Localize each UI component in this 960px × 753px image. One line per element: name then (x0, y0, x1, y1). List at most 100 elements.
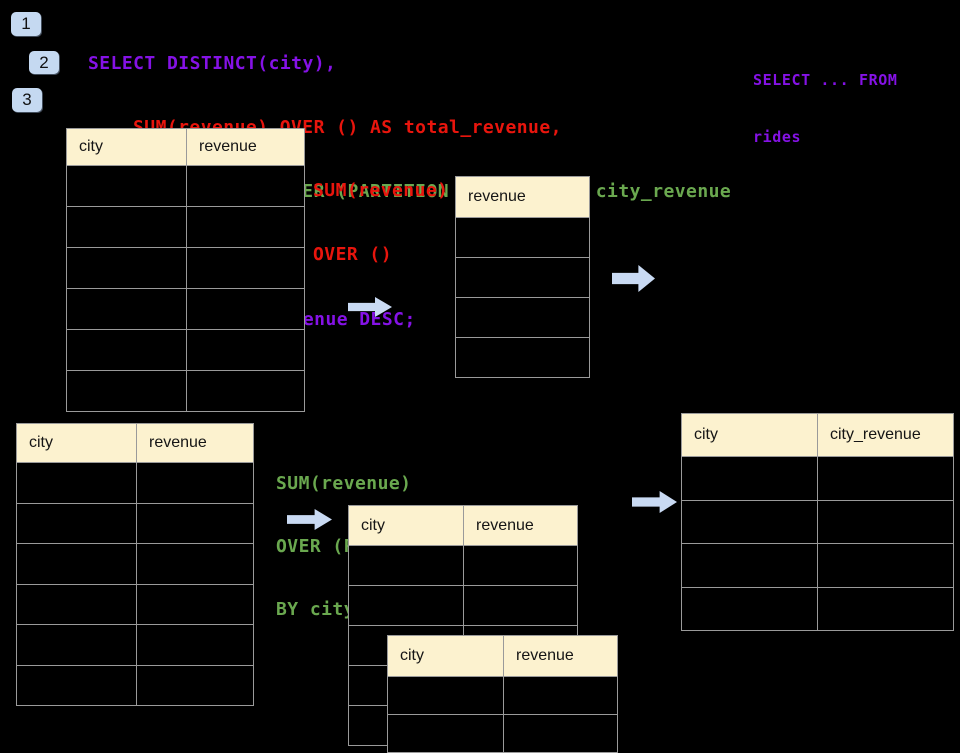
column-header-city: city (387, 635, 504, 677)
final-result-table: city city_revenue (681, 413, 954, 631)
table-cell-empty (66, 329, 187, 371)
side-sql-line-2: rides (753, 128, 802, 146)
table-row (681, 543, 954, 588)
table-cell-empty (16, 583, 137, 625)
column-header-city: city (16, 423, 137, 463)
table-row (16, 664, 254, 706)
partition-annotation-line-1: SUM(revenue) (276, 473, 412, 494)
table-cell-empty (186, 247, 305, 289)
table-row (66, 165, 305, 207)
table-cell-empty (186, 288, 305, 330)
table-row (455, 337, 590, 378)
table-cell-empty (136, 462, 254, 504)
table-header: city revenue (16, 423, 254, 463)
table-row (66, 329, 305, 371)
table-row (681, 499, 954, 544)
table-header: city revenue (348, 505, 578, 546)
side-sql-snippet: SELECT ... FROM rides (753, 34, 897, 166)
table-row (681, 456, 954, 501)
column-header-revenue: revenue (455, 176, 590, 218)
arrow-right-icon (632, 491, 677, 513)
table-cell-empty (681, 586, 818, 631)
table-cell-empty (136, 664, 254, 706)
table-cell-empty (463, 545, 578, 586)
table-row (455, 257, 590, 298)
table-row (348, 545, 578, 586)
source-table-top: city revenue (66, 128, 305, 412)
column-header-city-revenue: city_revenue (817, 413, 954, 457)
table-cell-empty (66, 288, 187, 330)
table-cell-empty (16, 664, 137, 706)
arrow-right-icon (348, 297, 392, 317)
table-cell-empty (348, 585, 464, 626)
table-cell-empty (16, 543, 137, 585)
column-header-revenue: revenue (186, 128, 305, 166)
table-header: city city_revenue (681, 413, 954, 457)
table-row (16, 624, 254, 666)
table-row (66, 247, 305, 289)
table-cell-empty (186, 329, 305, 371)
table-cell-empty (817, 499, 954, 544)
table-cell-empty (503, 714, 618, 753)
table-header: city revenue (66, 128, 305, 166)
side-sql-line-1: SELECT ... FROM (753, 71, 898, 89)
arrow-right-icon (612, 265, 655, 292)
table-cell-empty (817, 586, 954, 631)
partition-table-front: city revenue (387, 635, 618, 753)
sql-line-select: SELECT DISTINCT(city), (88, 53, 337, 74)
table-row (66, 206, 305, 248)
total-revenue-table: revenue (455, 176, 590, 378)
table-cell-empty (455, 217, 590, 258)
table-header: city revenue (387, 635, 618, 677)
table-header: revenue (455, 176, 590, 218)
table-cell-empty (387, 676, 504, 715)
column-header-city: city (348, 505, 464, 546)
table-row (387, 714, 618, 753)
column-header-revenue: revenue (136, 423, 254, 463)
step-badge-1: 1 (11, 12, 41, 36)
step-badge-2: 2 (29, 51, 59, 74)
table-cell-empty (681, 499, 818, 544)
total-annotation-line-1: SUM(revenue) (313, 180, 449, 201)
table-cell-empty (455, 257, 590, 298)
table-cell-empty (463, 585, 578, 626)
table-cell-empty (66, 247, 187, 289)
table-cell-empty (66, 206, 187, 248)
table-cell-empty (66, 165, 187, 207)
table-cell-empty (66, 370, 187, 412)
slide-canvas: { "colors": { "background": "#000000", "… (11, 12, 954, 753)
table-row (66, 370, 305, 412)
total-annotation-line-2: OVER () (313, 244, 393, 265)
table-cell-empty (387, 714, 504, 753)
table-cell-empty (186, 206, 305, 248)
table-row (66, 288, 305, 330)
table-cell-empty (16, 624, 137, 666)
table-cell-empty (136, 502, 254, 544)
table-cell-empty (348, 545, 464, 586)
table-row (16, 583, 254, 625)
column-header-city: city (66, 128, 187, 166)
table-row (16, 462, 254, 504)
table-cell-empty (455, 337, 590, 378)
table-cell-empty (681, 543, 818, 588)
table-cell-empty (817, 456, 954, 501)
table-cell-empty (503, 676, 618, 715)
column-header-revenue: revenue (463, 505, 578, 546)
total-revenue-annotation: SUM(revenue) OVER () (313, 138, 448, 287)
table-cell-empty (186, 165, 305, 207)
table-cell-empty (136, 583, 254, 625)
table-cell-empty (817, 543, 954, 588)
source-table-bottom: city revenue (16, 423, 254, 706)
column-header-city: city (681, 413, 818, 457)
table-row (16, 502, 254, 544)
table-row (348, 585, 578, 626)
table-cell-empty (455, 297, 590, 338)
table-row (387, 676, 618, 715)
table-row (455, 297, 590, 338)
table-cell-empty (136, 624, 254, 666)
table-cell-empty (136, 543, 254, 585)
table-cell-empty (16, 502, 137, 544)
table-row (681, 586, 954, 631)
table-row (455, 217, 590, 258)
table-row (16, 543, 254, 585)
